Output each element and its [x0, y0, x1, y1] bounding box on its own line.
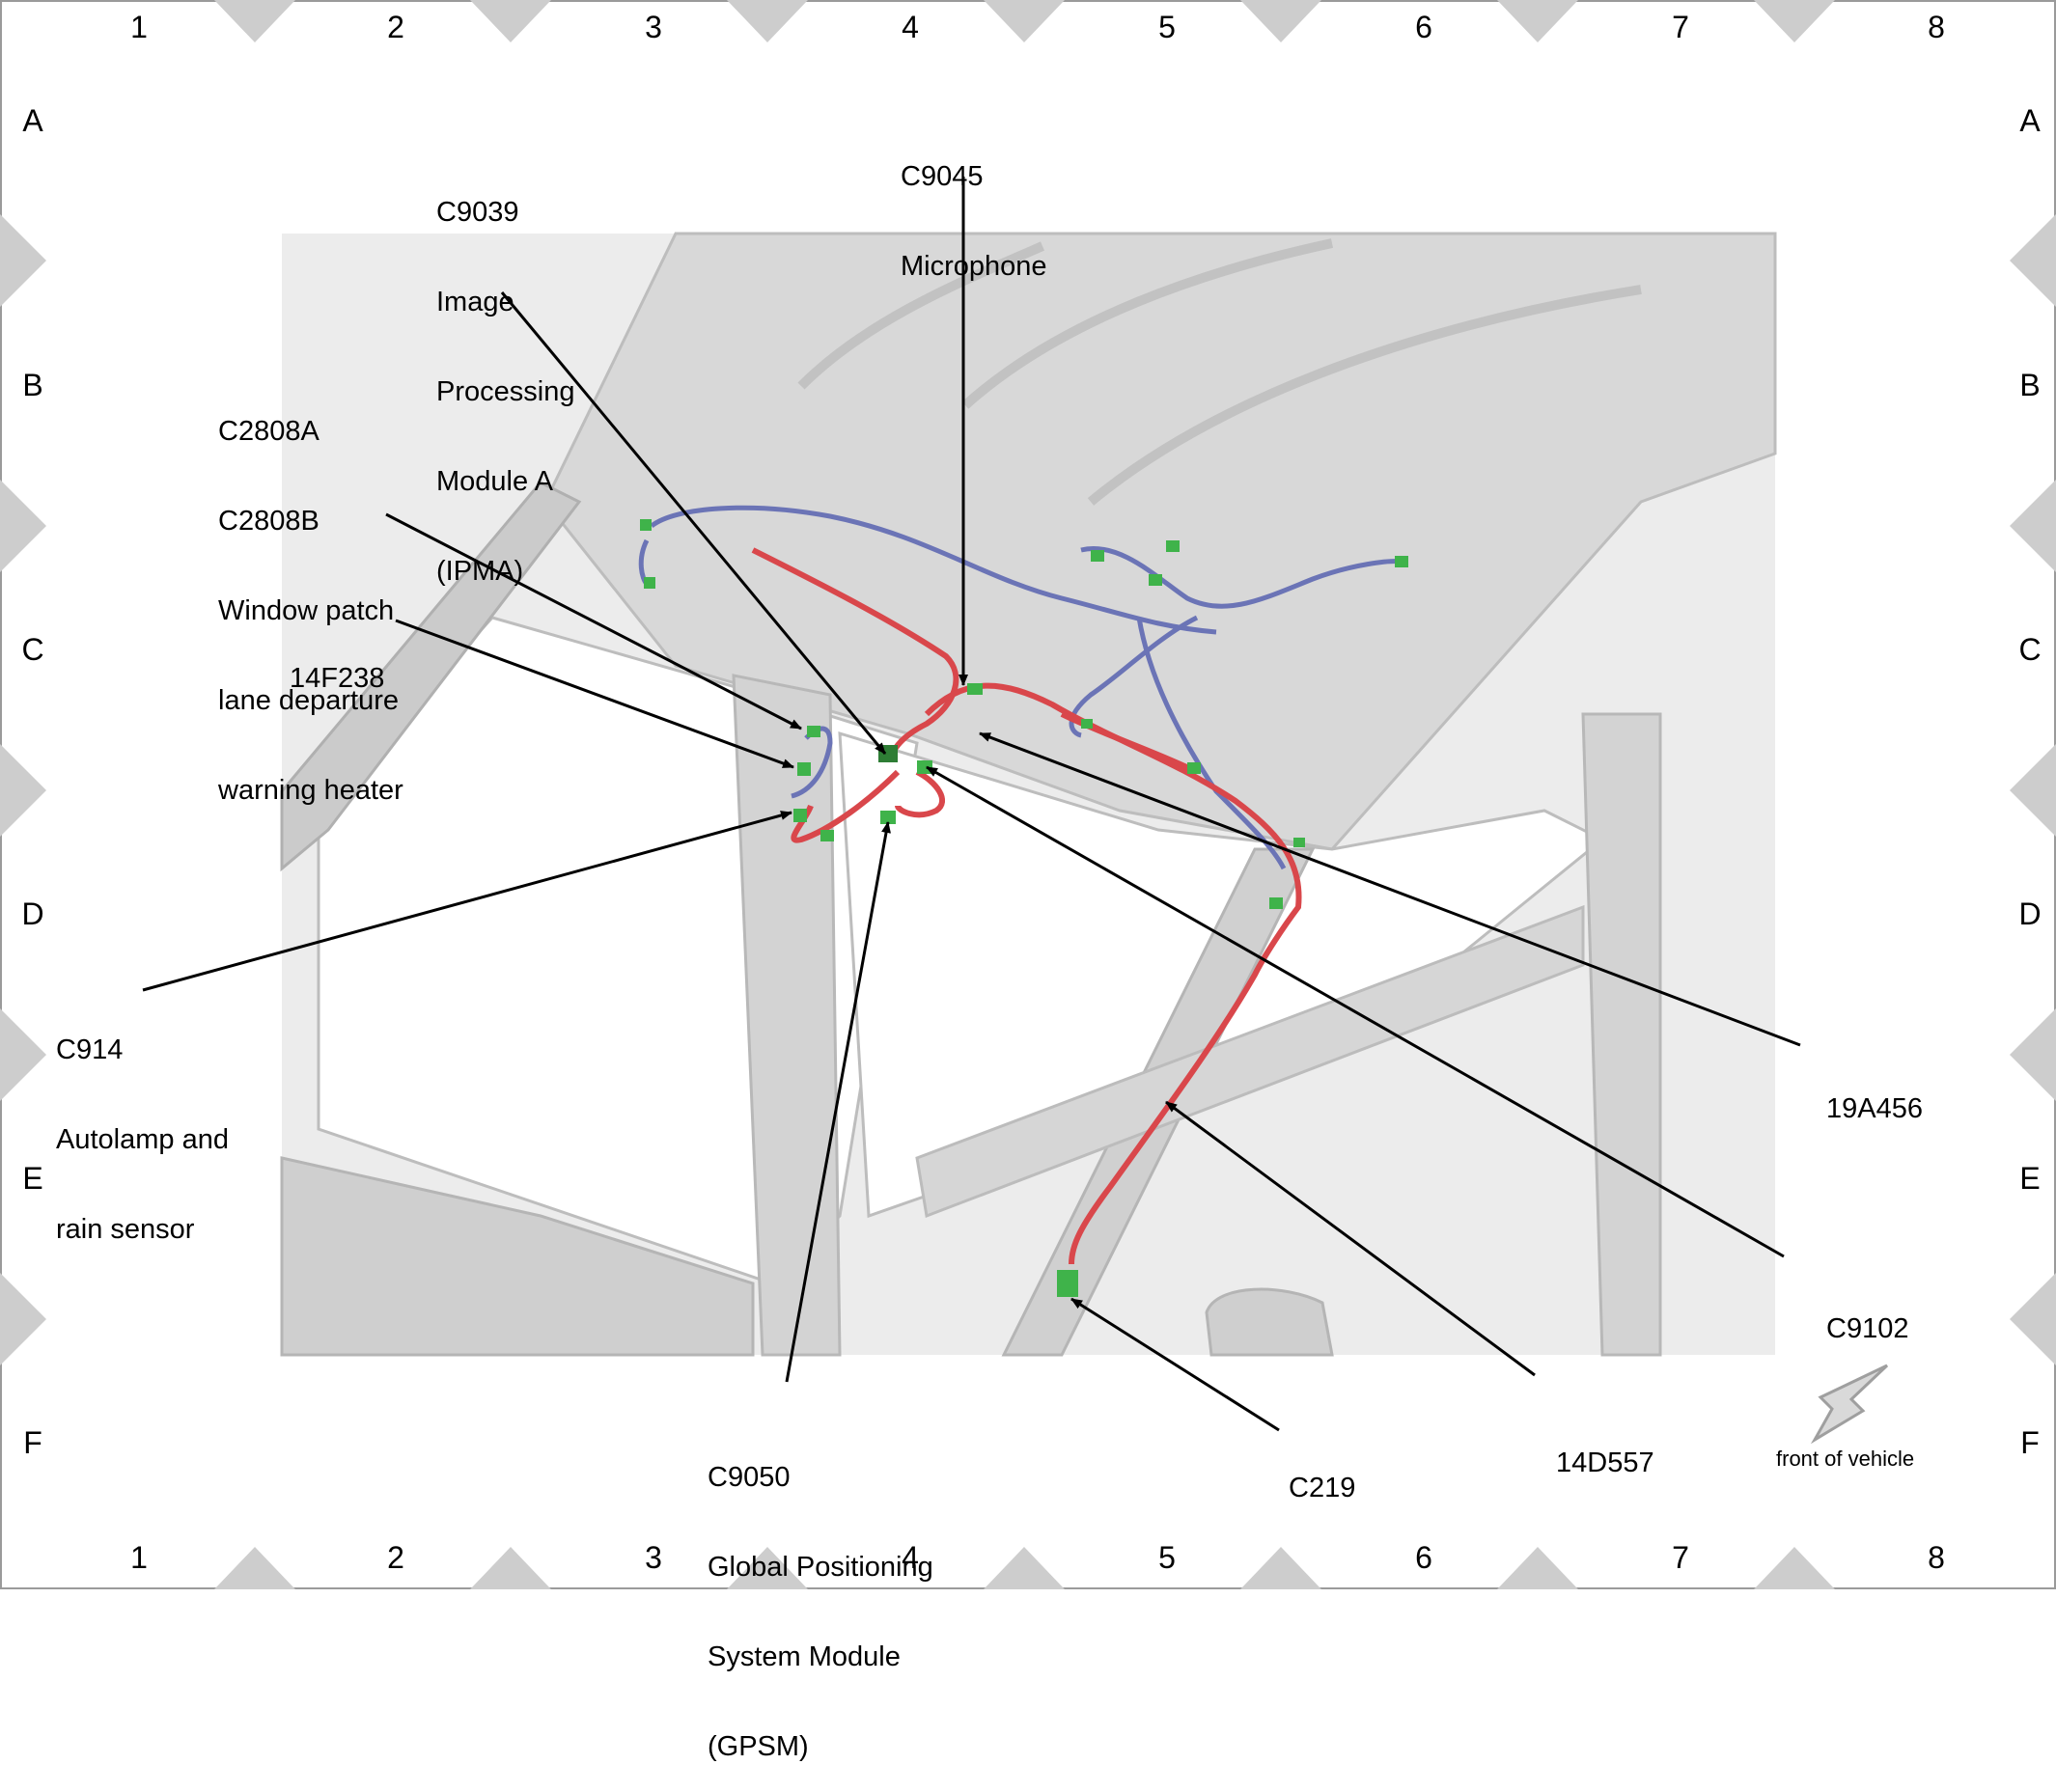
callout-line: System Module: [708, 1641, 901, 1672]
callout-line: warning heater: [218, 775, 403, 806]
grid-col-bottom-7: 7: [1672, 1540, 1689, 1575]
front-of-vehicle-label: front of vehicle: [1776, 1447, 1915, 1471]
grid-row-left-d: D: [21, 896, 44, 931]
callout-line: C9050: [708, 1462, 791, 1493]
grid-col-bottom-4: 4: [902, 1540, 919, 1575]
grid-col-bottom-3: 3: [645, 1540, 662, 1575]
callout-line: Window patch: [218, 595, 395, 626]
callout-line: C2808A: [218, 416, 320, 447]
front-arrow-icon: [1810, 1364, 1889, 1445]
callout-line: Global Positioning: [708, 1552, 933, 1583]
border-notches-bottom: [214, 1547, 1835, 1589]
grid-row-left-c: C: [21, 632, 44, 667]
callout-line: C9102: [1826, 1313, 1909, 1344]
leader-c914: [142, 811, 792, 992]
connectors: [640, 519, 1408, 1297]
border-notches-top: [214, 0, 1835, 42]
harness-red: [751, 547, 1302, 1265]
grid-col-top-7: 7: [1672, 10, 1689, 44]
diagram-canvas: [0, 0, 2056, 1589]
leader-14f238: [395, 619, 794, 769]
callout-line: C219: [1289, 1473, 1356, 1503]
callout-line: C9045: [901, 161, 984, 192]
leader-c2808: [385, 512, 802, 731]
grid-row-left-a: A: [22, 103, 43, 138]
leader-c9102: [926, 765, 1785, 1258]
callout-c914: C914 Autolamp and rain sensor: [56, 976, 229, 1275]
callout-line: Autolamp and: [56, 1124, 229, 1155]
grid-col-top-1: 1: [130, 10, 148, 44]
callout-c9050: C9050 Global Positioning System Module (…: [708, 1403, 933, 1792]
callout-line: Microphone: [901, 251, 1047, 282]
grid-row-left-b: B: [22, 368, 43, 402]
connector-c2808: [807, 726, 820, 737]
grid-row-right-e: E: [2019, 1161, 2041, 1196]
connector-c9045: [967, 683, 983, 695]
leader-lines: [142, 177, 1801, 1432]
callout-19a456: 19A456: [1826, 1034, 1923, 1154]
callout-line: C9039: [436, 197, 519, 228]
callout-c9039: C9039 Image Processing Module A (IPMA): [436, 138, 574, 617]
callout-14f238: 14F238: [290, 604, 384, 724]
callout-line: 14F238: [290, 663, 385, 694]
grid-col-bottom-5: 5: [1158, 1540, 1176, 1575]
grid-row-right-a: A: [2019, 103, 2041, 138]
grid-col-top-5: 5: [1158, 10, 1176, 44]
leader-19a456: [979, 731, 1801, 1047]
callout-line: Module A: [436, 466, 553, 497]
grid-row-right-d: D: [2018, 896, 2042, 931]
connector-14f238: [797, 762, 811, 776]
callout-line: 14D557: [1556, 1447, 1654, 1478]
grid-row-left-e: E: [22, 1161, 43, 1196]
grid-col-bottom-1: 1: [130, 1540, 148, 1575]
callout-14d557: 14D557: [1556, 1389, 1654, 1508]
grid-row-right-c: C: [2018, 632, 2042, 667]
grid-col-top-4: 4: [902, 10, 919, 44]
grid-col-bottom-2: 2: [387, 1540, 404, 1575]
callout-line: (IPMA): [436, 556, 524, 587]
connector-c914: [793, 809, 807, 822]
connector-c9050: [880, 811, 896, 824]
leader-c9050: [785, 821, 891, 1383]
grid-row-left-f: F: [23, 1425, 42, 1460]
callout-line: rain sensor: [56, 1214, 195, 1245]
callout-line: C914: [56, 1034, 124, 1065]
grid-row-right-f: F: [2020, 1425, 2040, 1460]
connector-c219: [1057, 1270, 1078, 1297]
grid-row-right-b: B: [2019, 368, 2041, 402]
leader-14d557: [1165, 1100, 1536, 1377]
callout-line: C2808B: [218, 506, 320, 537]
callout-line: Processing: [436, 376, 575, 407]
grid-col-bottom-8: 8: [1928, 1540, 1945, 1575]
callout-c9102: C9102: [1826, 1254, 1908, 1374]
callout-line: (GPSM): [708, 1731, 809, 1762]
callout-line: 19A456: [1826, 1093, 1923, 1124]
callout-c9045: C9045 Microphone: [901, 102, 1047, 312]
callout-line: Image: [436, 287, 514, 317]
callout-line: lane departure: [218, 685, 400, 716]
leader-c9039: [500, 291, 887, 755]
border-notches-right: [2010, 214, 2056, 1365]
callout-c2808: C2808A C2808B Window patch lane departur…: [218, 357, 403, 836]
border-notches-left: [0, 214, 46, 1365]
grid-col-top-2: 2: [387, 10, 404, 44]
grid-col-top-3: 3: [645, 10, 662, 44]
leader-c219: [1070, 1297, 1280, 1432]
connector-c9102: [917, 760, 932, 774]
grid-col-top-6: 6: [1415, 10, 1432, 44]
grid-col-top-8: 8: [1928, 10, 1945, 44]
grid-col-bottom-6: 6: [1415, 1540, 1432, 1575]
callout-c219: C219: [1289, 1414, 1355, 1533]
vehicle-body-illustration: [280, 232, 1777, 1357]
